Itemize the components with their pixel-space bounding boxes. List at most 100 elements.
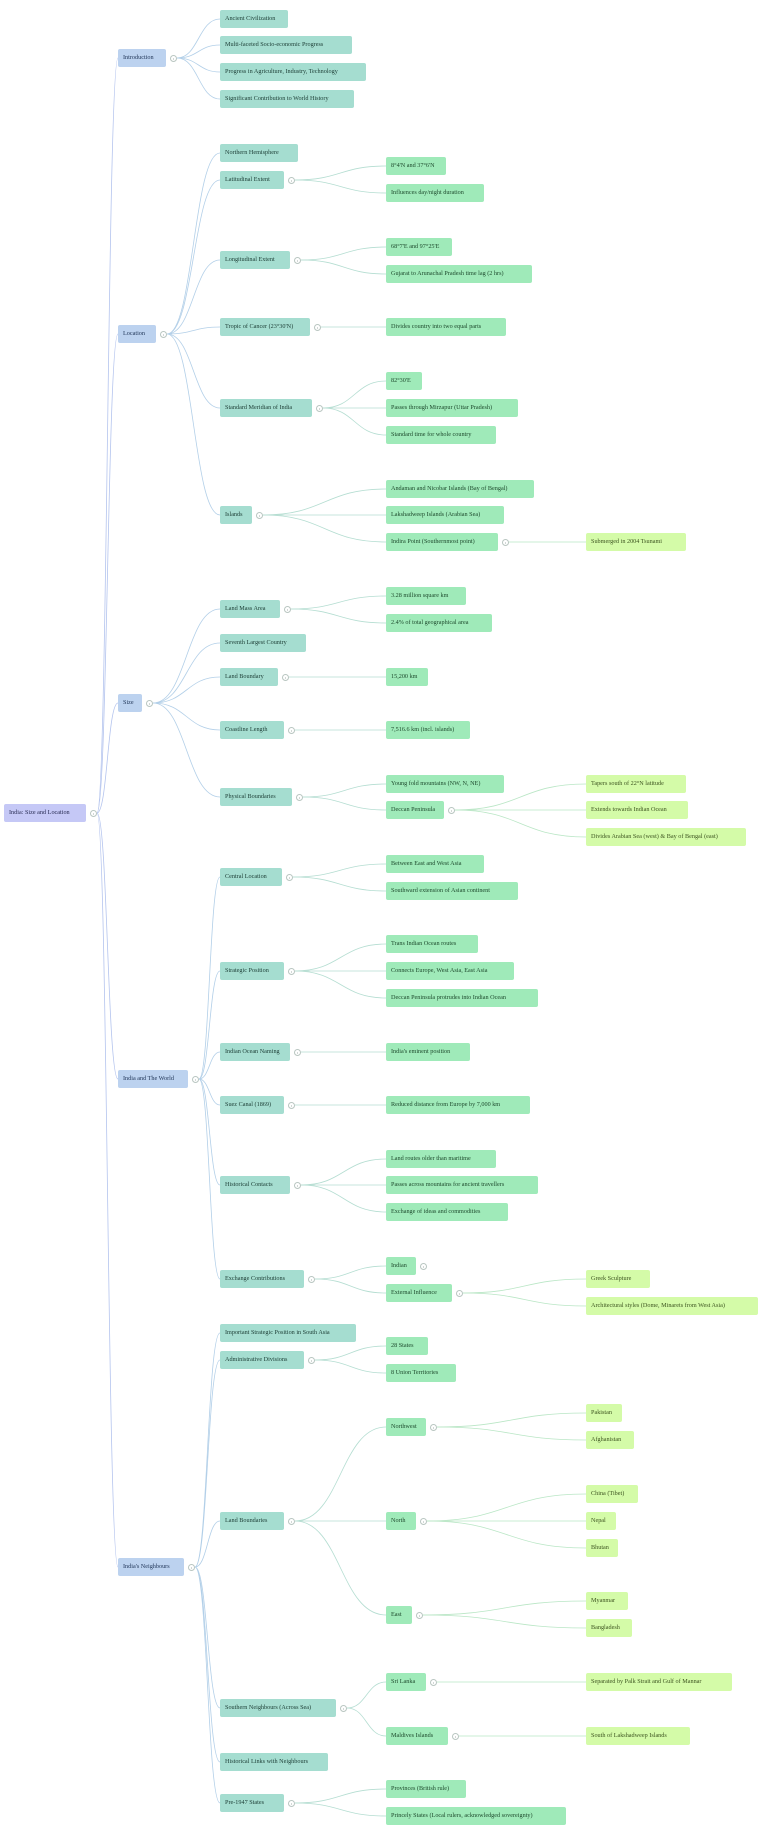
node-size[interactable]: Size <box>118 694 142 712</box>
node-land-routes-older-than-maritime[interactable]: Land routes older than maritime <box>386 1150 496 1168</box>
node-central-location[interactable]: Central Location <box>220 868 282 886</box>
node-northwest[interactable]: Northwest <box>386 1418 426 1436</box>
node-between-east-and-west-asia[interactable]: Between East and West Asia <box>386 855 484 873</box>
node-standard-meridian-of-india[interactable]: Standard Meridian of India <box>220 399 312 417</box>
node-islands[interactable]: Islands <box>220 506 252 524</box>
node-divides-arabian-sea-west-bay-of-bengal-e[interactable]: Divides Arabian Sea (west) & Bay of Beng… <box>586 828 746 846</box>
collapse-toggle-icon[interactable]: ‹ <box>420 1262 427 1270</box>
node-strategic-position[interactable]: Strategic Position <box>220 962 284 980</box>
node-coastline-length[interactable]: Coastline Length <box>220 721 284 739</box>
node-8-union-territories[interactable]: 8 Union Territories <box>386 1364 456 1382</box>
node-15-200-km[interactable]: 15,200 km <box>386 668 428 686</box>
node-gujarat-to-arunachal-pradesh-time-lag-2-[interactable]: Gujarat to Arunachal Pradesh time lag (2… <box>386 265 532 283</box>
node-exchange-contributions[interactable]: Exchange Contributions <box>220 1270 304 1288</box>
node-greek-sculpture[interactable]: Greek Sculpture <box>586 1270 650 1288</box>
node-submerged-in-2004-tsunami[interactable]: Submerged in 2004 Tsunami <box>586 533 686 551</box>
node-ancient-civilization[interactable]: Ancient Civilization <box>220 10 288 28</box>
node-east[interactable]: East <box>386 1606 412 1624</box>
node-progress-in-agriculture-industry-technol[interactable]: Progress in Agriculture, Industry, Techn… <box>220 63 366 81</box>
node-physical-boundaries[interactable]: Physical Boundaries <box>220 788 292 806</box>
collapse-toggle-icon[interactable]: ‹ <box>340 1704 347 1712</box>
node-afghanistan[interactable]: Afghanistan <box>586 1431 634 1449</box>
collapse-toggle-icon[interactable]: ‹ <box>288 1517 295 1525</box>
node-southern-neighbours-across-sea[interactable]: Southern Neighbours (Across Sea) <box>220 1699 336 1717</box>
node-india-s-neighbours[interactable]: India's Neighbours <box>118 1558 184 1576</box>
node-divides-country-into-two-equal-parts[interactable]: Divides country into two equal parts <box>386 318 506 336</box>
node-deccan-peninsula[interactable]: Deccan Peninsula <box>386 801 444 819</box>
collapse-toggle-icon[interactable]: ‹ <box>192 1075 199 1083</box>
collapse-toggle-icon[interactable]: ‹ <box>448 806 455 814</box>
collapse-toggle-icon[interactable]: ‹ <box>282 673 289 681</box>
node-trans-indian-ocean-routes[interactable]: Trans Indian Ocean routes <box>386 935 478 953</box>
node-important-strategic-position-in-south-as[interactable]: Important Strategic Position in South As… <box>220 1324 356 1342</box>
node-location[interactable]: Location <box>118 325 156 343</box>
node-passes-through-mirzapur-uttar-pradesh[interactable]: Passes through Mirzapur (Uttar Pradesh) <box>386 399 518 417</box>
node-passes-across-mountains-for-ancient-trav[interactable]: Passes across mountains for ancient trav… <box>386 1176 538 1194</box>
node-indian-ocean-naming[interactable]: Indian Ocean Naming <box>220 1043 290 1061</box>
collapse-toggle-icon[interactable]: ‹ <box>288 1101 295 1109</box>
node-provinces-british-rule[interactable]: Provinces (British rule) <box>386 1780 466 1798</box>
node-3-28-million-square-km[interactable]: 3.28 million square km <box>386 587 466 605</box>
collapse-toggle-icon[interactable]: ‹ <box>288 176 295 184</box>
node-sri-lanka[interactable]: Sri Lanka <box>386 1673 426 1691</box>
collapse-toggle-icon[interactable]: ‹ <box>314 323 321 331</box>
collapse-toggle-icon[interactable]: ‹ <box>288 1799 295 1807</box>
node-land-boundaries[interactable]: Land Boundaries <box>220 1512 284 1530</box>
node-historical-links-with-neighbours[interactable]: Historical Links with Neighbours <box>220 1753 328 1771</box>
collapse-toggle-icon[interactable]: ‹ <box>316 404 323 412</box>
node-southward-extension-of-asian-continent[interactable]: Southward extension of Asian continent <box>386 882 518 900</box>
node-bangladesh[interactable]: Bangladesh <box>586 1619 632 1637</box>
node-pakistan[interactable]: Pakistan <box>586 1404 622 1422</box>
node-standard-time-for-whole-country[interactable]: Standard time for whole country <box>386 426 496 444</box>
node-significant-contribution-to-world-histor[interactable]: Significant Contribution to World Histor… <box>220 90 354 108</box>
node-china-tibet[interactable]: China (Tibet) <box>586 1485 638 1503</box>
mindmap-root-node[interactable]: India: Size and Location <box>4 804 86 822</box>
collapse-toggle-icon[interactable]: ‹ <box>430 1423 437 1431</box>
collapse-toggle-icon[interactable]: ‹ <box>188 1563 195 1571</box>
collapse-toggle-icon[interactable]: ‹ <box>90 809 97 817</box>
node-historical-contacts[interactable]: Historical Contacts <box>220 1176 290 1194</box>
node-separated-by-palk-strait-and-gulf-of-man[interactable]: Separated by Palk Strait and Gulf of Man… <box>586 1673 732 1691</box>
collapse-toggle-icon[interactable]: ‹ <box>284 605 291 613</box>
node-indian[interactable]: Indian <box>386 1257 416 1275</box>
node-tapers-south-of-22-n-latitude[interactable]: Tapers south of 22°N latitude <box>586 775 686 793</box>
node-pre-1947-states[interactable]: Pre-1947 States <box>220 1794 284 1812</box>
node-influences-day-night-duration[interactable]: Influences day/night duration <box>386 184 484 202</box>
node-lakshadweep-islands-arabian-sea[interactable]: Lakshadweep Islands (Arabian Sea) <box>386 506 504 524</box>
node-latitudinal-extent[interactable]: Latitudinal Extent <box>220 171 284 189</box>
collapse-toggle-icon[interactable]: ‹ <box>160 330 167 338</box>
node-deccan-peninsula-protrudes-into-indian-o[interactable]: Deccan Peninsula protrudes into Indian O… <box>386 989 538 1007</box>
node-tropic-of-cancer-23-30-n[interactable]: Tropic of Cancer (23°30'N) <box>220 318 310 336</box>
collapse-toggle-icon[interactable]: ‹ <box>294 1181 301 1189</box>
node-introduction[interactable]: Introduction <box>118 49 166 67</box>
node-82-30-e[interactable]: 82°30'E <box>386 372 422 390</box>
collapse-toggle-icon[interactable]: ‹ <box>456 1289 463 1297</box>
node-8-4-n-and-37-6-n[interactable]: 8°4'N and 37°6'N <box>386 157 446 175</box>
node-multi-faceted-socio-economic-progress[interactable]: Multi-faceted Socio-economic Progress <box>220 36 352 54</box>
node-nepal[interactable]: Nepal <box>586 1512 616 1530</box>
collapse-toggle-icon[interactable]: ‹ <box>170 54 177 62</box>
node-exchange-of-ideas-and-commodities[interactable]: Exchange of ideas and commodities <box>386 1203 508 1221</box>
collapse-toggle-icon[interactable]: ‹ <box>308 1356 315 1364</box>
collapse-toggle-icon[interactable]: ‹ <box>416 1611 423 1619</box>
node-architectural-styles-dome-minarets-from-[interactable]: Architectural styles (Dome, Minarets fro… <box>586 1297 758 1315</box>
collapse-toggle-icon[interactable]: ‹ <box>288 726 295 734</box>
node-northern-hemisphere[interactable]: Northern Hemisphere <box>220 144 298 162</box>
node-andaman-and-nicobar-islands-bay-of-benga[interactable]: Andaman and Nicobar Islands (Bay of Beng… <box>386 480 534 498</box>
node-india-and-the-world[interactable]: India and The World <box>118 1070 188 1088</box>
node-young-fold-mountains-nw-n-ne[interactable]: Young fold mountains (NW, N, NE) <box>386 775 504 793</box>
node-28-states[interactable]: 28 States <box>386 1337 428 1355</box>
collapse-toggle-icon[interactable]: ‹ <box>430 1678 437 1686</box>
node-princely-states-local-rulers-acknowledge[interactable]: Princely States (Local rulers, acknowled… <box>386 1807 566 1825</box>
node-north[interactable]: North <box>386 1512 416 1530</box>
node-land-mass-area[interactable]: Land Mass Area <box>220 600 280 618</box>
collapse-toggle-icon[interactable]: ‹ <box>288 967 295 975</box>
node-connects-europe-west-asia-east-asia[interactable]: Connects Europe, West Asia, East Asia <box>386 962 514 980</box>
node-indira-point-southernmost-point[interactable]: Indira Point (Southernmost point) <box>386 533 498 551</box>
collapse-toggle-icon[interactable]: ‹ <box>294 1048 301 1056</box>
node-external-influence[interactable]: External Influence <box>386 1284 452 1302</box>
collapse-toggle-icon[interactable]: ‹ <box>286 873 293 881</box>
node-administrative-divisions[interactable]: Administrative Divisions <box>220 1351 304 1369</box>
node-myanmar[interactable]: Myanmar <box>586 1592 628 1610</box>
node-7-516-6-km-incl-islands[interactable]: 7,516.6 km (incl. islands) <box>386 721 470 739</box>
